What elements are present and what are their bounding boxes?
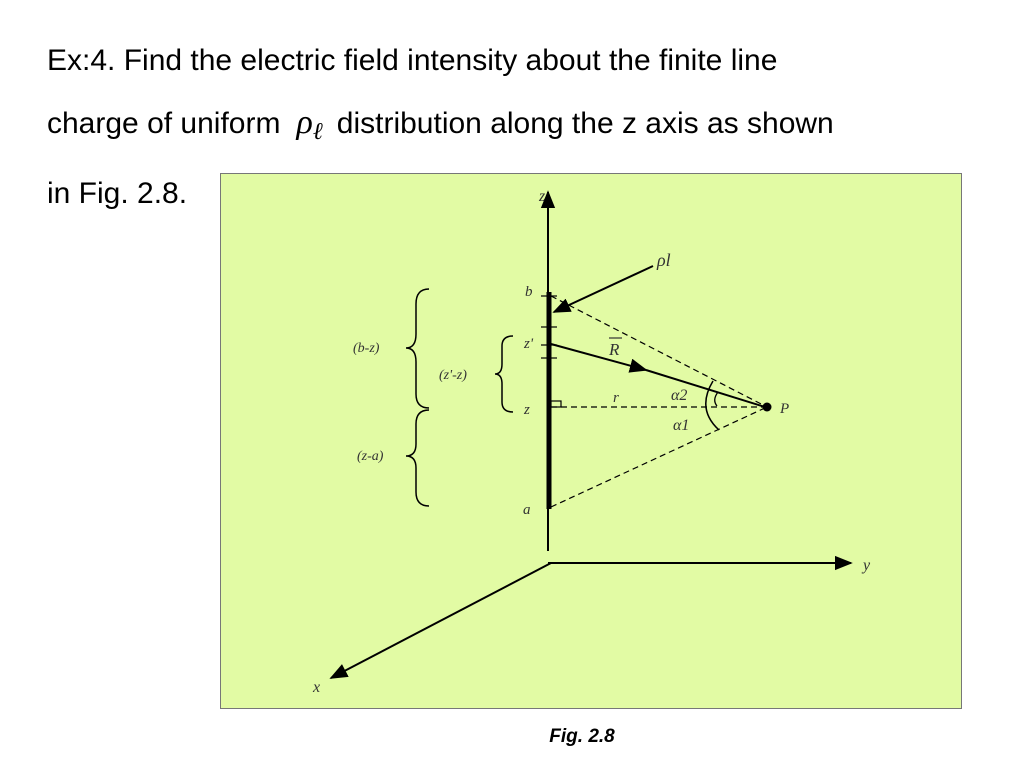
figure-panel: z y x b z' z a ρl R r α2 α1 P (b-z) (z'-… [220,173,962,709]
brace-z-minus-a [405,409,430,507]
label-rho-l: ρl [656,250,671,270]
r-vector-arrow [550,343,648,373]
figure-caption: Fig. 2.8 [549,726,615,747]
rho-l-pointer-arrow [552,265,654,313]
label-z-prime: z' [523,336,534,352]
label-z: z [523,402,530,418]
label-b-minus-z: (b-z) [353,341,380,356]
rho-symbol: ρ [296,104,313,141]
label-alpha1: α1 [673,417,689,434]
label-b: b [525,284,533,300]
brace-b-minus-z [405,288,430,409]
alpha-arc-outer [705,380,720,431]
brace-zprime-minus-z [494,335,514,413]
alpha-arc-inner [714,391,719,407]
dashed-line-b-to-p [550,295,768,408]
rho-subscript: ℓ [312,119,323,145]
problem-statement: Ex:4. Find the electric field intensity … [47,30,1007,225]
problem-line-2: charge of uniform ρℓ distribution along th… [47,92,1007,163]
problem-line-2-end: distribution along the z axis as shown [336,107,834,140]
label-p: P [779,401,789,417]
label-z-minus-a: (z-a) [357,449,384,464]
label-a: a [523,502,531,518]
y-axis-label: y [861,557,871,574]
point-p-dot [762,402,772,412]
problem-line-3: in Fig. 2.8. [47,177,188,210]
x-axis-label: x [312,679,320,696]
label-alpha2: α2 [671,387,687,404]
label-r-vector: R [608,340,620,359]
line-charge-diagram: z y x b z' z a ρl R r α2 α1 P (b-z) (z'-… [312,188,871,696]
x-axis-line [329,562,552,679]
label-zprime-minus-z: (z'-z) [439,368,467,383]
right-angle-mark [550,400,562,408]
label-r: r [613,390,619,406]
problem-line-2-start: charge of uniform [47,107,281,140]
r-vector-continuation [645,369,766,408]
problem-line-1: Ex:4. Find the electric field intensity … [47,44,778,77]
z-axis-label: z [538,188,546,205]
dashed-line-a-to-p [550,406,768,508]
rho-l-symbol: ρℓ [296,92,322,163]
